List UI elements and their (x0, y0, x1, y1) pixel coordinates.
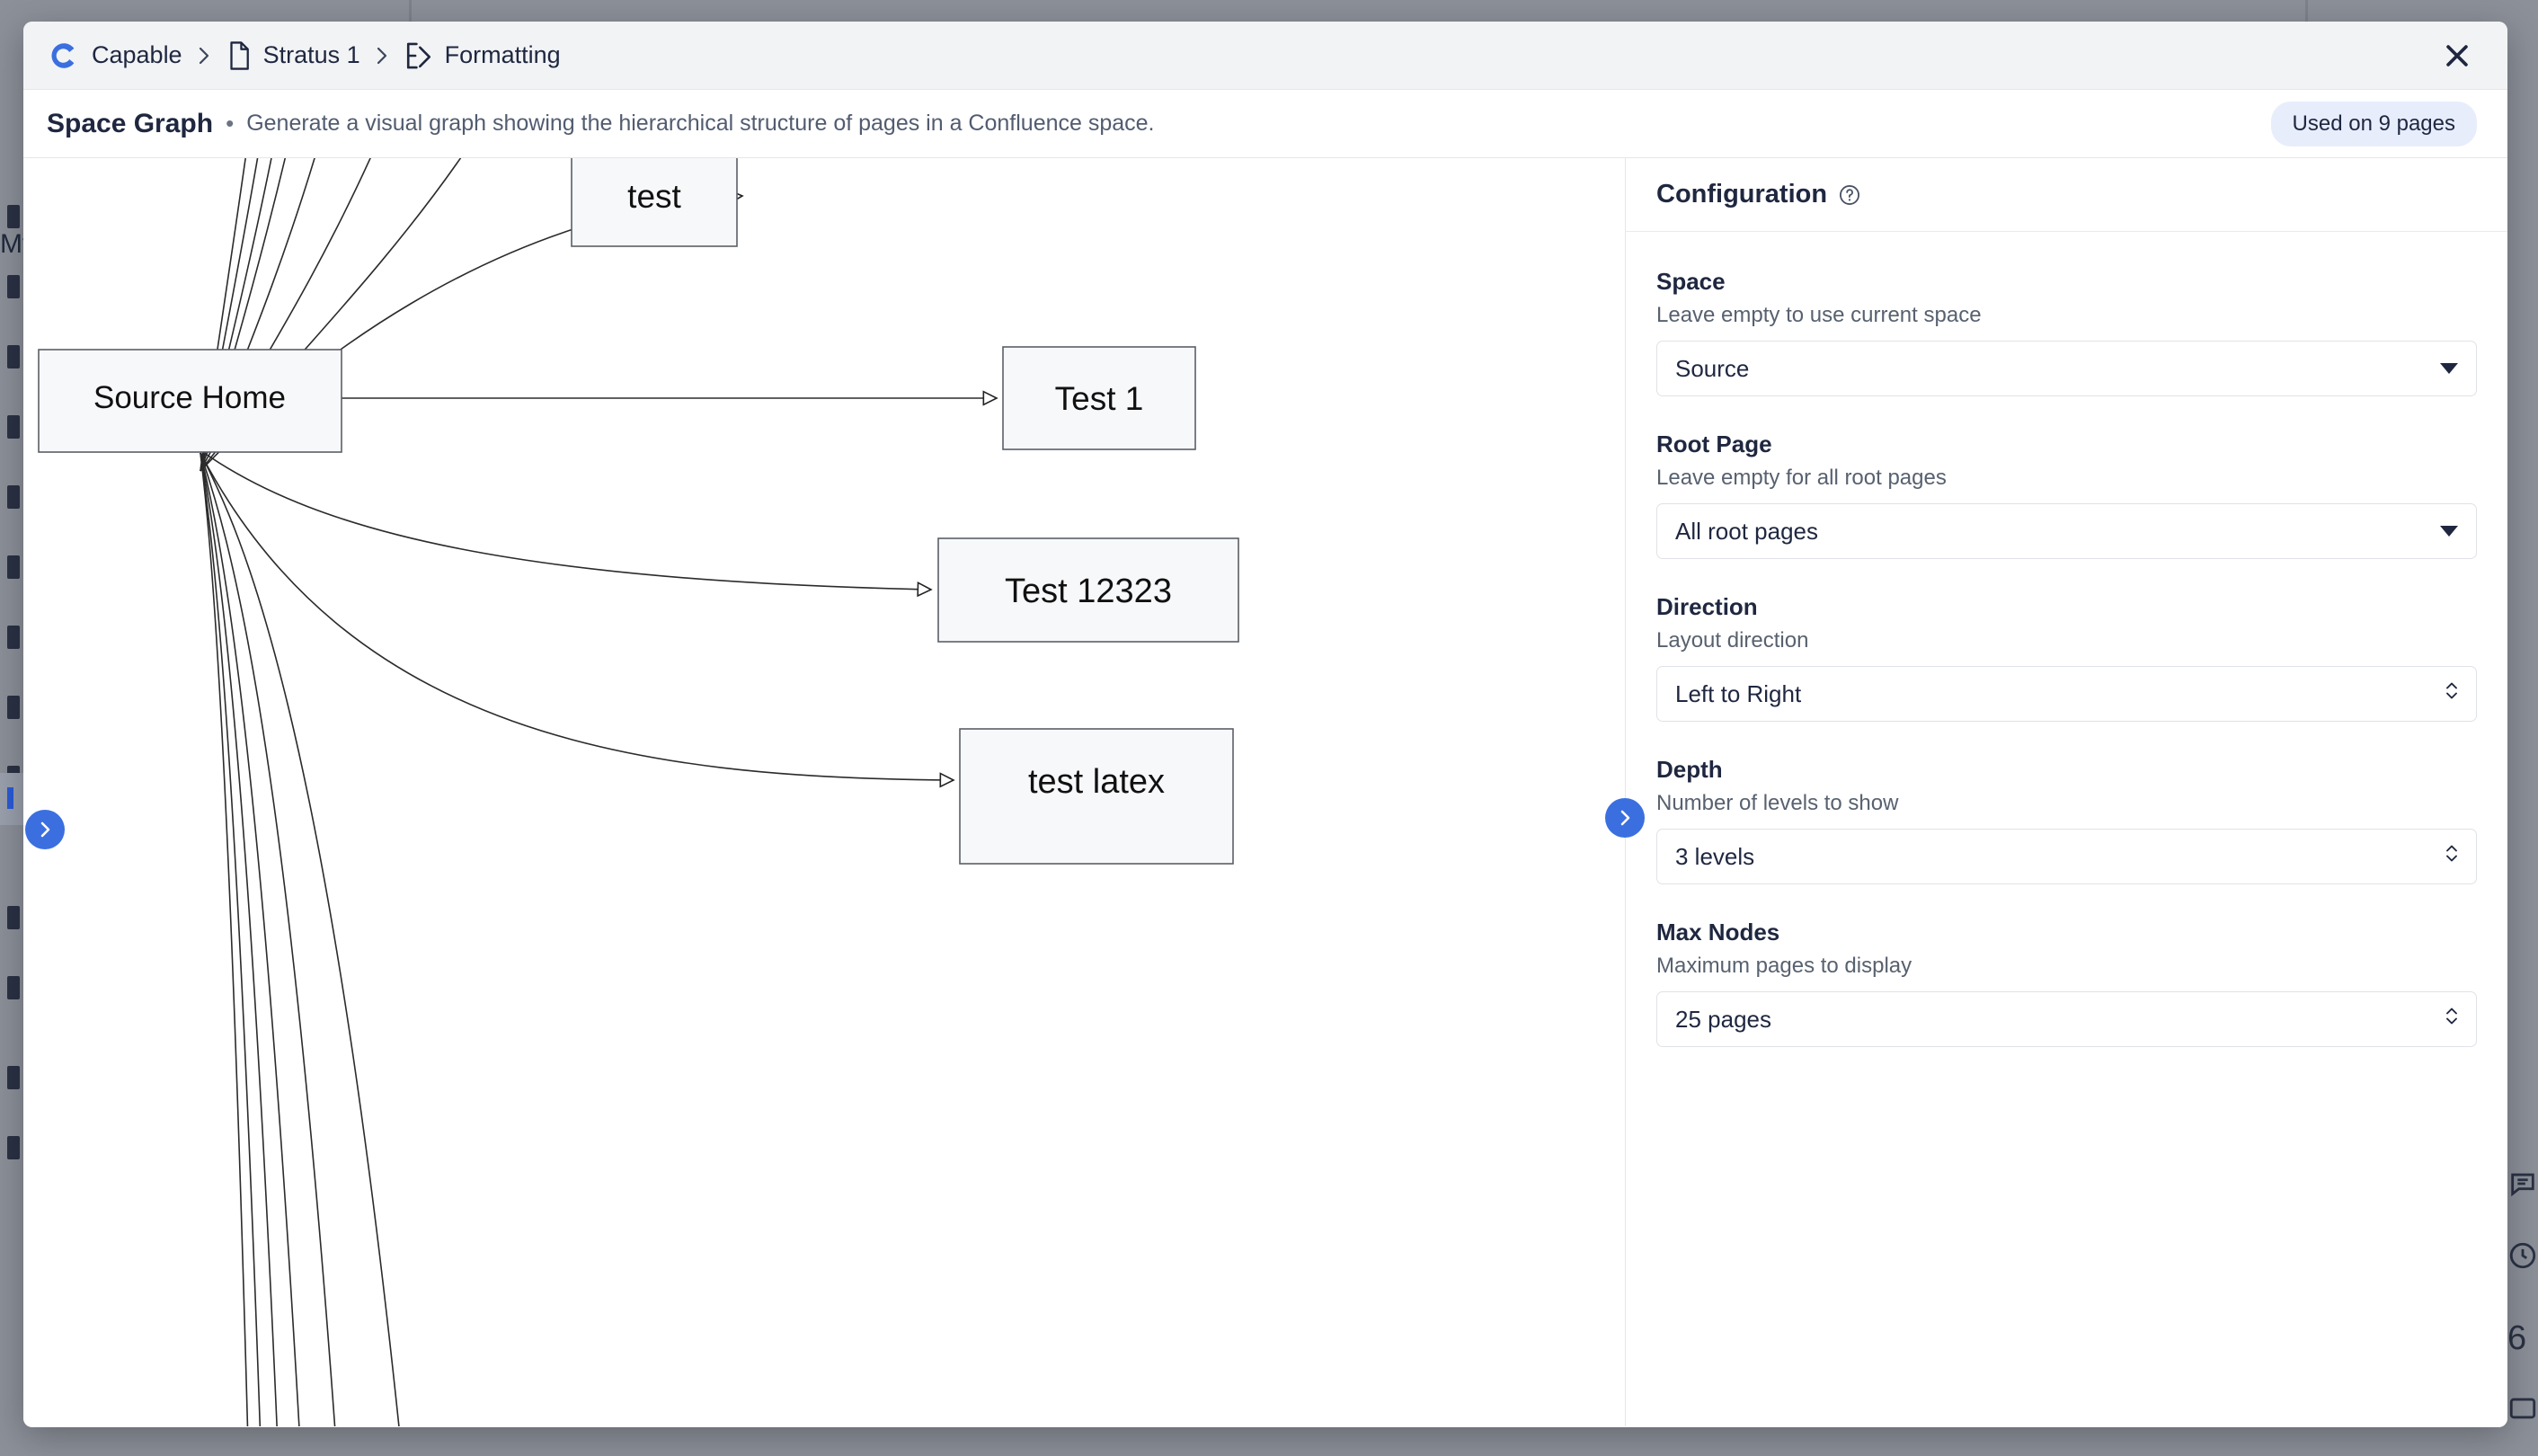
six-glyph: 6 (2507, 1321, 2527, 1355)
field-label: Direction (1656, 593, 1758, 620)
space-graph-modal: Capable Stratus 1 (23, 22, 2507, 1427)
configuration-title: Configuration (1656, 180, 1828, 209)
graph-expand-left-button[interactable] (25, 810, 65, 849)
close-button[interactable] (2434, 32, 2480, 79)
modal-body: Source Home test Test 1 Test 12323 (23, 158, 2507, 1426)
chevron-right-icon (194, 43, 214, 68)
graph-node-test-1[interactable]: Test 1 (1002, 346, 1196, 450)
graph-nodes: Source Home test Test 1 Test 12323 (38, 158, 1239, 865)
depth-select-value: 3 levels (1675, 842, 1755, 870)
history-icon (2507, 1240, 2538, 1276)
field-depth: Depth Number of levels to show 3 levels (1656, 756, 2477, 884)
breadcrumb-item-stratus-1[interactable]: Stratus 1 (226, 40, 360, 71)
background-strip (7, 415, 20, 439)
field-direction: Direction Layout direction Left to Right (1656, 593, 2477, 722)
breadcrumb: Capable Stratus 1 (47, 39, 561, 73)
graph-node-test[interactable]: test (571, 158, 738, 247)
config-expand-button[interactable] (1605, 798, 1645, 838)
direction-select-value: Left to Right (1675, 679, 1802, 707)
background-strip (7, 205, 20, 228)
chevron-right-icon (372, 43, 392, 68)
field-label: Space (1656, 268, 1726, 295)
graph-node-label: test (627, 178, 681, 215)
graph-node-label: Source Home (93, 380, 286, 415)
chevron-right-icon (1620, 810, 1630, 826)
background-strip (7, 275, 20, 298)
breadcrumb-label-stratus-1: Stratus 1 (262, 41, 360, 68)
graph-node-test-12323[interactable]: Test 12323 (937, 537, 1239, 643)
direction-select[interactable]: Left to Right (1656, 666, 2477, 722)
macro-title: Space Graph (47, 108, 214, 138)
field-hint: Maximum pages to display (1656, 954, 1912, 978)
field-space: Space Leave empty to use current space S… (1656, 268, 2477, 396)
background-strip (7, 626, 20, 649)
up-down-chevron-icon (2444, 840, 2460, 874)
breadcrumb-label-formatting: Formatting (444, 41, 561, 68)
separator-dot: • (226, 110, 235, 137)
graph-canvas[interactable]: Source Home test Test 1 Test 12323 (23, 158, 1626, 1426)
comment-icon (2507, 1168, 2538, 1204)
background-strip (7, 906, 20, 929)
configuration-panel: Configuration Space Leave empty to use c… (1626, 158, 2507, 1426)
max-nodes-select[interactable]: 25 pages (1656, 991, 2477, 1047)
breadcrumb-item-formatting[interactable]: Formatting (404, 40, 561, 71)
breadcrumb-item-capable[interactable]: Capable (47, 39, 182, 73)
capable-logo-icon (47, 39, 81, 73)
background-strip (7, 1136, 20, 1159)
field-hint: Leave empty to use current space (1656, 303, 1982, 327)
macro-summary-bar: Space Graph • Generate a visual graph sh… (23, 90, 2507, 158)
graph-node-label: Test 1 (1055, 380, 1144, 417)
up-down-chevron-icon (2444, 1003, 2460, 1036)
graph-node-label: Test 12323 (1005, 573, 1172, 610)
field-root-page: Root Page Leave empty for all root pages… (1656, 431, 2477, 559)
graph-node-source-home[interactable]: Source Home (38, 349, 342, 453)
macro-description: Generate a visual graph showing the hier… (246, 111, 1155, 136)
space-dropdown-value: Source (1675, 354, 1750, 382)
help-circle-icon[interactable] (1838, 183, 1861, 207)
chevron-down-icon (2440, 363, 2458, 374)
chevron-right-icon (40, 821, 50, 838)
graph-edges (200, 158, 997, 1426)
up-down-chevron-icon (2444, 678, 2460, 711)
background-left-text: My (0, 229, 23, 259)
field-label: Root Page (1656, 431, 1772, 457)
background-strip (7, 696, 20, 719)
background-strip (7, 1066, 20, 1089)
field-hint: Leave empty for all root pages (1656, 466, 1947, 490)
background-strip (7, 345, 20, 368)
field-label: Max Nodes (1656, 919, 1780, 946)
background-strip (7, 555, 20, 579)
background-selection-bar (7, 787, 13, 809)
configuration-fields: Space Leave empty to use current space S… (1626, 232, 2507, 1047)
root-page-dropdown[interactable]: All root pages (1656, 503, 2477, 559)
breadcrumb-label-capable: Capable (92, 41, 182, 68)
field-hint: Number of levels to show (1656, 791, 1899, 815)
space-dropdown[interactable]: Source (1656, 341, 2477, 396)
field-max-nodes: Max Nodes Maximum pages to display 25 pa… (1656, 919, 2477, 1047)
background-selected-row (0, 773, 27, 825)
modal-header: Capable Stratus 1 (23, 22, 2507, 90)
chevron-down-icon (2440, 526, 2458, 537)
document-icon (226, 40, 253, 71)
background-strip (7, 976, 20, 999)
depth-select[interactable]: 3 levels (1656, 829, 2477, 884)
formatting-icon (404, 40, 434, 71)
background-strip (7, 485, 20, 509)
rectangle-icon (2507, 1393, 2538, 1429)
graph-node-label: test latex (1028, 763, 1165, 801)
field-hint: Layout direction (1656, 628, 1809, 653)
configuration-header: Configuration (1626, 158, 2507, 232)
max-nodes-select-value: 25 pages (1675, 1005, 1771, 1033)
root-page-dropdown-value: All root pages (1675, 517, 1818, 545)
usage-badge: Used on 9 pages (2270, 101, 2477, 146)
graph-node-test-latex[interactable]: test latex (959, 728, 1234, 865)
graph-svg: Source Home test Test 1 Test 12323 (38, 158, 1239, 1426)
field-label: Depth (1656, 756, 1723, 783)
